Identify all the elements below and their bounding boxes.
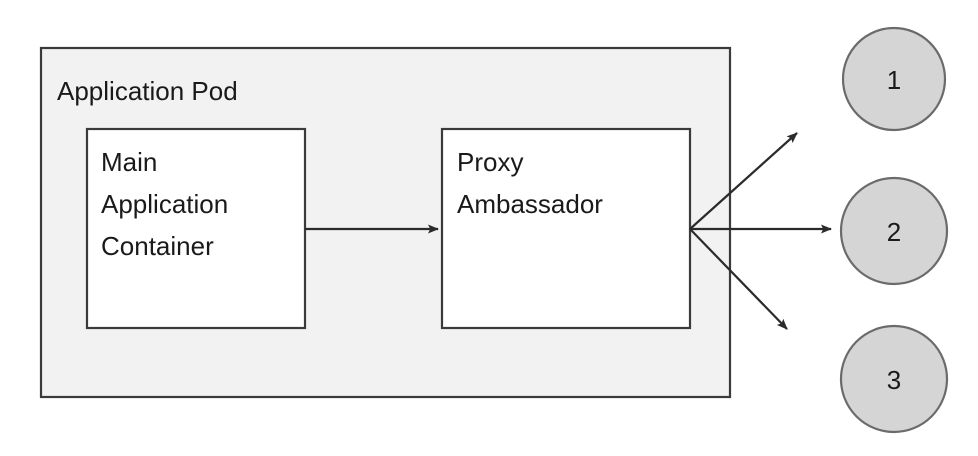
main-application-container-label-line-2: Application <box>101 189 228 219</box>
external-service-3-label: 3 <box>887 365 901 395</box>
main-application-container-label-line-3: Container <box>101 231 214 261</box>
proxy-ambassador-rect <box>440 127 692 330</box>
edge-proxy-to-service-1-line <box>689 132 798 230</box>
edge-proxy-to-service-1 <box>689 132 798 230</box>
proxy-ambassador-label-line-2: Ambassador <box>457 189 603 219</box>
external-service-2-circle <box>839 176 949 286</box>
external-service-3-circle <box>839 324 949 434</box>
external-service-1-label: 1 <box>887 65 901 95</box>
external-service-2-label: 2 <box>887 217 901 247</box>
main-application-container-rect <box>85 127 307 330</box>
external-service-1-circle <box>841 26 947 132</box>
edge-proxy-to-service-3 <box>689 228 788 330</box>
external-service-3[interactable]: 3 <box>839 324 949 434</box>
proxy-ambassador-label-line-1: Proxy <box>457 147 523 177</box>
external-service-2[interactable]: 2 <box>839 176 949 286</box>
main-application-container-label-line-1: Main <box>101 147 157 177</box>
application-pod-label: Application Pod <box>57 76 238 106</box>
proxy-ambassador-container[interactable]: Proxy Ambassador <box>440 127 692 330</box>
edge-proxy-to-service-3-line <box>689 228 788 330</box>
main-application-container[interactable]: Main Application Container <box>85 127 307 330</box>
external-service-1[interactable]: 1 <box>841 26 947 132</box>
